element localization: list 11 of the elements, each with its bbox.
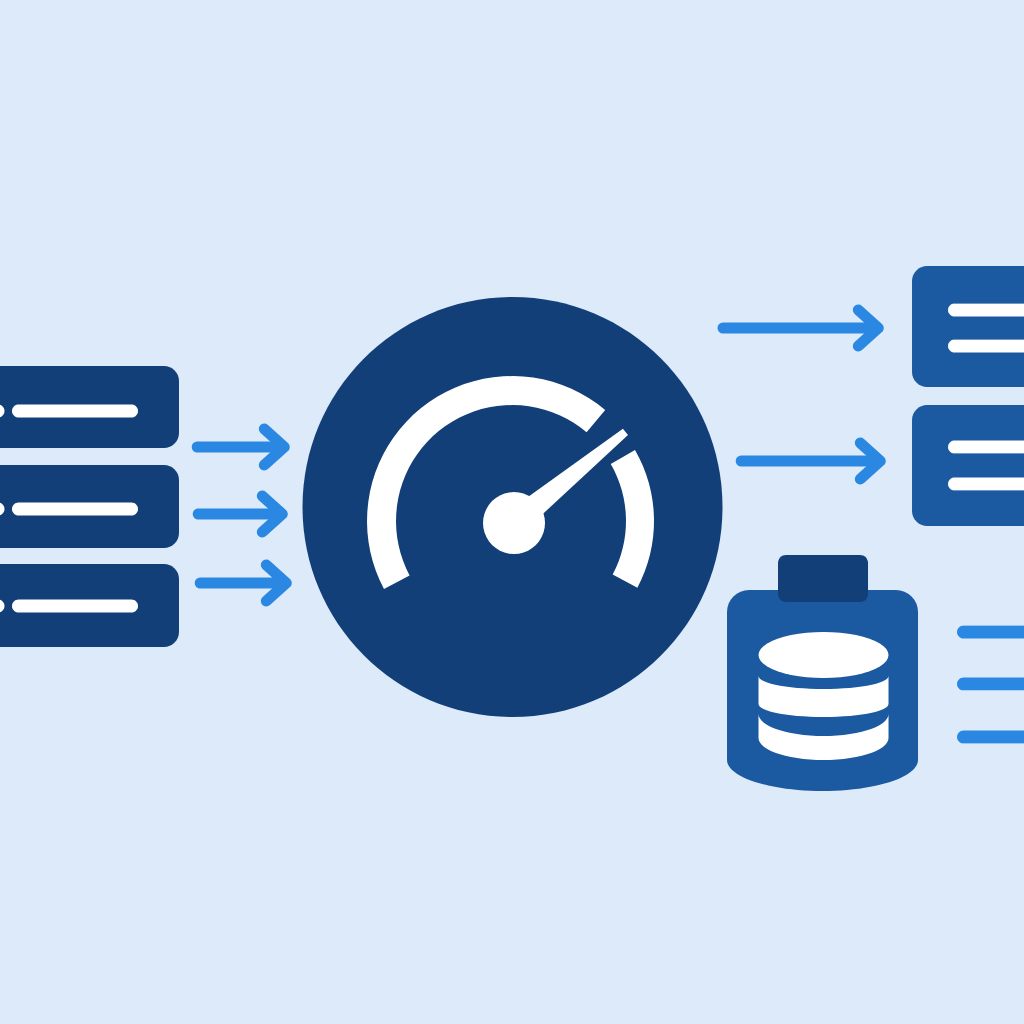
server-box [912, 266, 1024, 387]
arrow [192, 490, 288, 538]
server-box [0, 366, 179, 448]
arrow [735, 437, 886, 485]
server-box [912, 405, 1024, 526]
arrow [194, 559, 292, 607]
server-box [0, 465, 179, 548]
arrow [191, 423, 290, 471]
arrow [717, 304, 884, 352]
server-box [0, 564, 179, 647]
database-icon [727, 555, 918, 791]
